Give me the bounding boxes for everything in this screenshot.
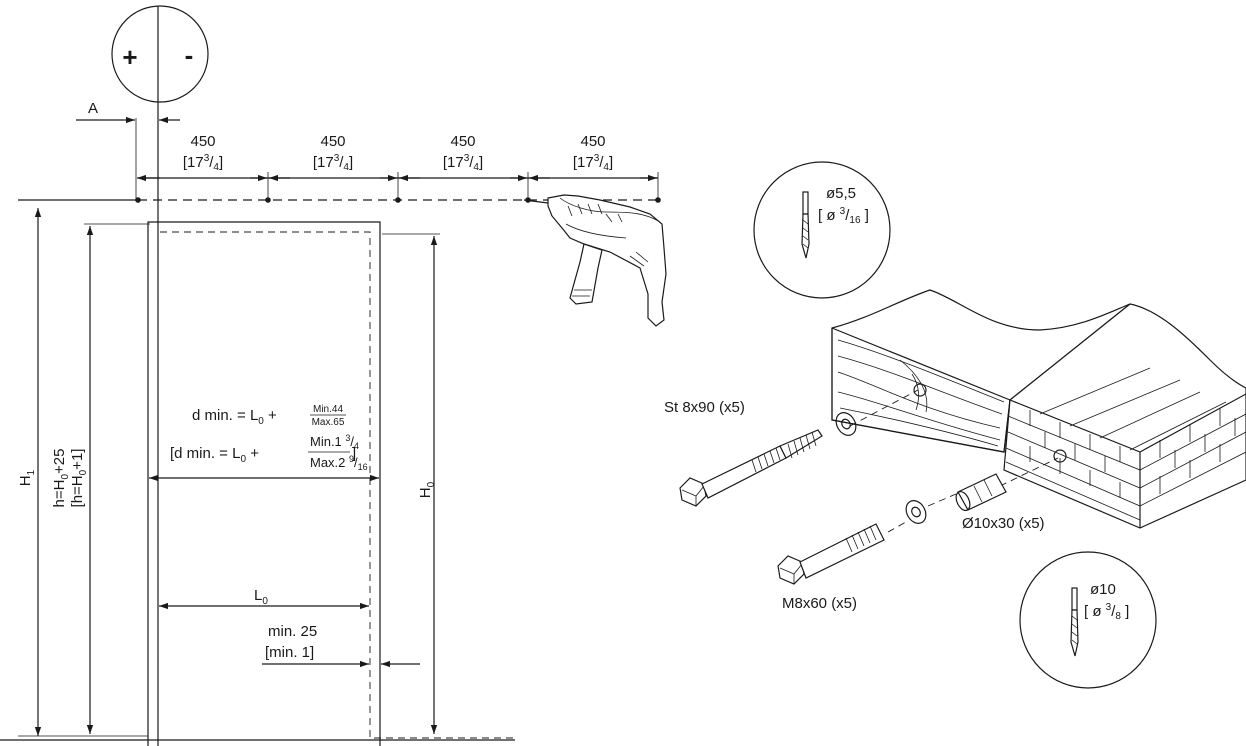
svg-text:Min.44: Min.44 [313, 404, 343, 415]
svg-text:[173/4]: [173/4] [183, 153, 223, 173]
svg-text:[173/4]: [173/4] [313, 153, 353, 173]
dimension-min-gap: min. 25 [min. 1] [262, 623, 420, 668]
svg-text:450: 450 [450, 133, 475, 150]
drill-bit-callout-large: ø10 [ ø 3/8 ] [1019, 551, 1157, 689]
svg-text:L0: L0 [254, 587, 268, 607]
screw-head [679, 477, 707, 507]
wood-screw-label: St 8x90 (x5) [664, 399, 745, 416]
hole-marker [265, 197, 271, 203]
wooden-wall-block [831, 289, 1131, 453]
svg-text:[173/4]: [173/4] [443, 153, 483, 173]
drill-bit-large-diameter: ø10 [1090, 581, 1116, 598]
svg-text:[min. 1]: [min. 1] [265, 644, 314, 661]
formula-mm: d min. = L0 + [192, 407, 277, 427]
svg-text:H1: H1 [17, 469, 37, 486]
dimension-h1: H1 [17, 208, 42, 736]
spacing-label-4: 450 [173/4] [573, 133, 613, 173]
svg-text:450: 450 [580, 133, 605, 150]
anchor-label: Ø10x30 (x5) [962, 515, 1045, 532]
formula-inch: [d min. = L0 + [170, 445, 259, 465]
spacing-label-2: 450 [173/4] [313, 133, 353, 173]
dimension-l0: L0 [159, 587, 369, 610]
washer [905, 493, 957, 524]
svg-text:H0: H0 [417, 481, 437, 498]
svg-text:Max.65: Max.65 [312, 417, 345, 428]
drill-bit-small-diameter: ø5,5 [826, 185, 856, 202]
label-a: A [88, 100, 98, 117]
drill-bit-small-inch: [ ø 3/16 ] [818, 206, 869, 226]
wood-screw: St 8x90 (x5) [664, 389, 919, 507]
hole-marker [655, 197, 661, 203]
drill-handle [569, 243, 603, 305]
dimension-a: A [76, 100, 180, 200]
dimension-h0: H0 [382, 233, 440, 734]
svg-text:h=H0+25: h=H0+25 [51, 449, 71, 508]
svg-text:450: 450 [320, 133, 345, 150]
hole-marker [135, 197, 141, 203]
svg-text:min. 25: min. 25 [268, 623, 317, 640]
svg-text:]: ] [352, 445, 356, 462]
hole-marker [395, 197, 401, 203]
wall-anchor: Ø10x30 (x5) [955, 457, 1059, 532]
hammer-drill-illustration [523, 194, 667, 327]
dimension-h: h=H0+25 [h=H0+1] [51, 223, 150, 734]
svg-text:Min.1 3/4: Min.1 3/4 [310, 433, 359, 451]
spacing-label-1: 450 [173/4] [183, 133, 223, 173]
bolt-head [777, 555, 805, 585]
drill-bit-large-inch: [ ø 3/8 ] [1084, 602, 1129, 622]
drill-bit-callout-small: ø5,5 [ ø 3/16 ] [753, 161, 891, 299]
washer [835, 412, 857, 436]
svg-text:Max.2 9/16: Max.2 9/16 [310, 454, 368, 472]
plus-sign: + [122, 42, 137, 72]
level-indicator: + - [111, 5, 209, 746]
svg-text:[173/4]: [173/4] [573, 153, 613, 173]
minus-sign: - [185, 40, 194, 70]
door-frame [0, 221, 515, 746]
svg-text:450: 450 [190, 133, 215, 150]
bolt-label: M8x60 (x5) [782, 595, 857, 612]
d-min-formula: d min. = L0 + Min.44 Max.65 [d min. = L0… [149, 404, 379, 482]
hole-spacing-dimensions: 450 [173/4] 450 [173/4] 450 [173/4] 450 … [137, 133, 659, 200]
svg-text:[h=H0+1]: [h=H0+1] [69, 449, 89, 508]
spacing-label-3: 450 [173/4] [443, 133, 483, 173]
hex-bolt: M8x60 (x5) [777, 521, 907, 612]
